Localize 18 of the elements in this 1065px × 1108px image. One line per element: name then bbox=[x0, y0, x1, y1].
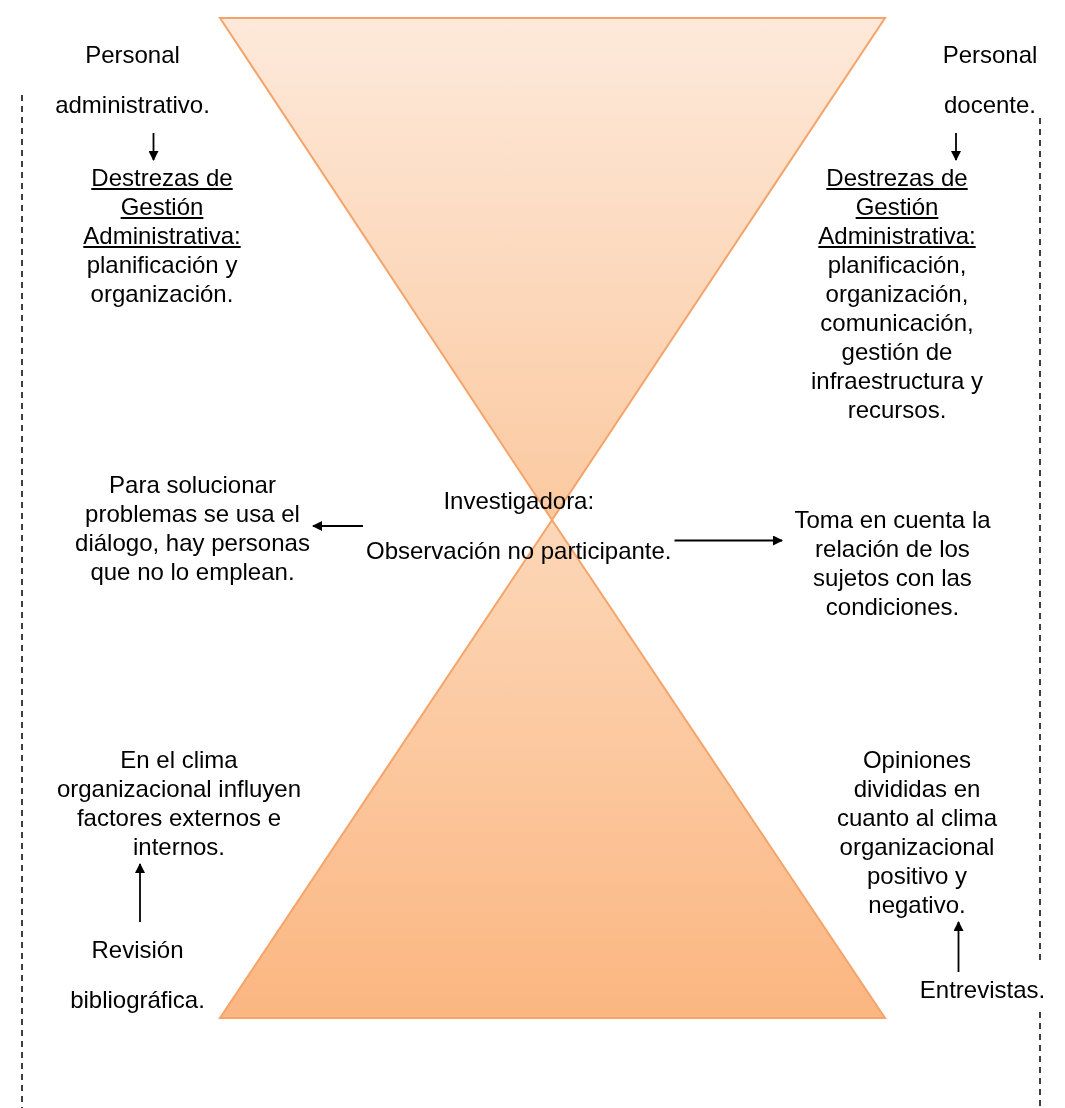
arrow bbox=[953, 921, 964, 973]
arrow bbox=[148, 132, 159, 161]
arrow bbox=[951, 132, 961, 161]
heading: Destrezas de Gestión Administrativa: bbox=[82, 163, 242, 250]
arrow bbox=[135, 863, 145, 923]
source-label: Revisión bibliográfica. bbox=[40, 925, 235, 1025]
arrow bbox=[312, 521, 364, 531]
finding-text: planificación, organización, comunicación, gestión de infraestructura y recursos. bbox=[809, 250, 985, 424]
finding-text: Toma en cuenta la relación de los sujetos con las condiciones. bbox=[785, 505, 1000, 621]
group-label: Personal administrativo. bbox=[20, 30, 245, 130]
finding-text: Opiniones divididas en cuanto al clima organizacional positivo y negativo. bbox=[817, 745, 1017, 919]
finding-text: Para solucionar problemas se usa el diálogo, hay personas que no lo emplean. bbox=[75, 470, 310, 586]
finding-text: planificación y organización. bbox=[85, 250, 239, 308]
source-label: Entrevistas. bbox=[900, 975, 1065, 1004]
finding-text: En el clima organizacional influyen factores externos e internos. bbox=[45, 745, 313, 861]
heading: Destrezas de Gestión Administrativa: bbox=[817, 163, 977, 250]
group-label: Personal docente. bbox=[915, 30, 1065, 130]
arrow bbox=[673, 535, 783, 546]
